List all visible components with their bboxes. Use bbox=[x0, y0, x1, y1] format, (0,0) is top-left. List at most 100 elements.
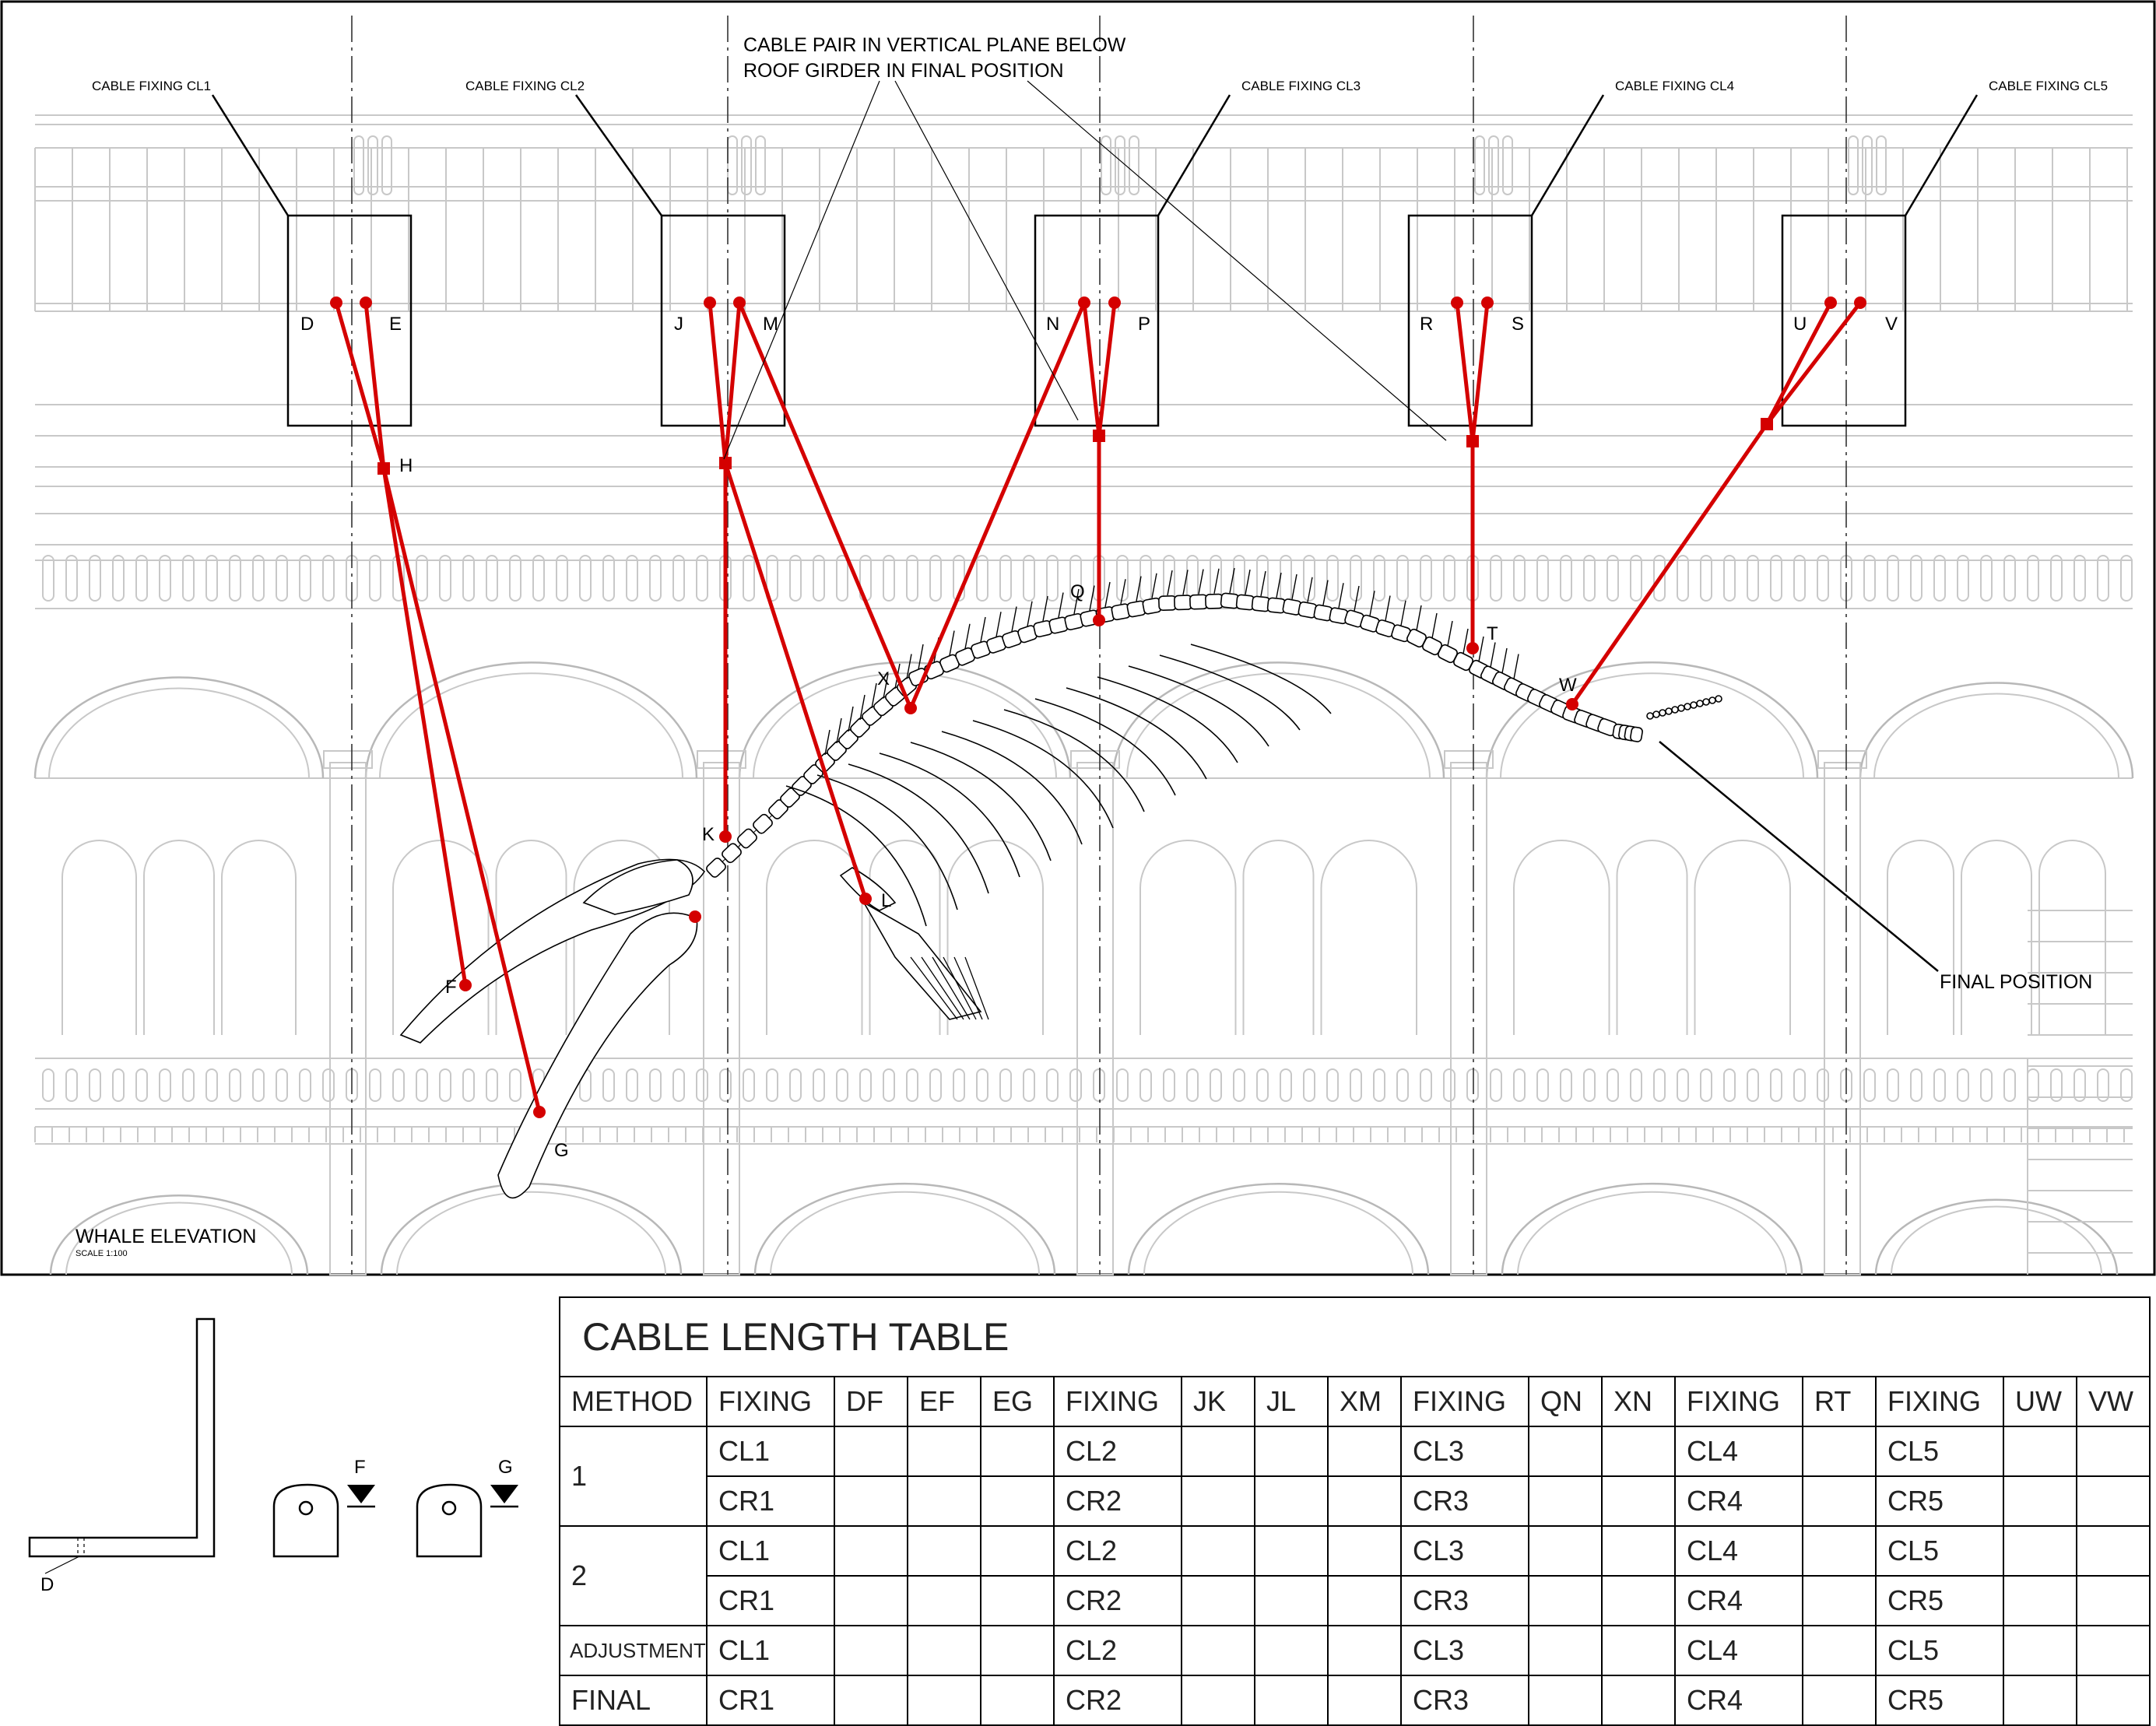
length-cell bbox=[980, 1426, 1055, 1477]
anchor-x bbox=[904, 702, 917, 714]
length-cell bbox=[2075, 1525, 2151, 1577]
baluster bbox=[1560, 1068, 1572, 1102]
junction-block bbox=[1093, 430, 1105, 442]
baluster bbox=[1233, 1068, 1245, 1102]
baluster bbox=[836, 1068, 848, 1102]
baluster bbox=[112, 555, 125, 602]
rib bbox=[1190, 644, 1332, 714]
roof-finial bbox=[1502, 135, 1513, 195]
baluster bbox=[626, 555, 638, 602]
method-cell: 1 bbox=[559, 1426, 708, 1527]
baluster bbox=[672, 555, 685, 602]
anchor-r bbox=[1451, 296, 1463, 309]
window-opening bbox=[61, 840, 137, 1035]
neural-spine bbox=[859, 694, 866, 721]
lower-jaw bbox=[497, 912, 698, 1199]
baluster bbox=[1443, 555, 1455, 602]
tail-vertebra bbox=[1671, 706, 1679, 714]
baluster bbox=[2120, 1068, 2133, 1102]
length-cell bbox=[1181, 1575, 1255, 1626]
roof-finial bbox=[741, 135, 752, 195]
tail-vertebra bbox=[1659, 709, 1666, 717]
length-cell bbox=[1254, 1525, 1329, 1577]
baluster bbox=[672, 1068, 685, 1102]
baluster bbox=[42, 555, 54, 602]
baluster bbox=[649, 1068, 662, 1102]
neural-spine bbox=[1011, 606, 1017, 632]
baluster bbox=[1139, 1068, 1152, 1102]
length-cell bbox=[1327, 1575, 1402, 1626]
rib bbox=[1034, 698, 1176, 796]
baluster bbox=[1887, 1068, 1899, 1102]
leader-cl5 bbox=[1904, 94, 1979, 216]
window-opening bbox=[1513, 840, 1610, 1035]
baluster bbox=[1747, 555, 1759, 602]
fixing-cell: CL2 bbox=[1053, 1625, 1182, 1676]
length-cell bbox=[1254, 1675, 1329, 1726]
baluster bbox=[999, 555, 1012, 602]
neural-spine bbox=[848, 706, 854, 732]
fixing-cell: CR3 bbox=[1400, 1675, 1529, 1726]
window-opening bbox=[1887, 840, 1954, 1035]
length-cell bbox=[1181, 1475, 1255, 1527]
leader-cl1 bbox=[211, 94, 290, 216]
junction-block bbox=[377, 462, 390, 475]
anchor-t bbox=[1466, 642, 1479, 654]
roof-finial bbox=[1488, 135, 1499, 195]
length-cell bbox=[1802, 1475, 1877, 1527]
baluster bbox=[1817, 1068, 1829, 1102]
fixing-cell: CR5 bbox=[1875, 1475, 2004, 1527]
window-opening bbox=[1694, 840, 1791, 1035]
baluster bbox=[2050, 1068, 2063, 1102]
baluster bbox=[182, 1068, 195, 1102]
fixing-cell: CR2 bbox=[1053, 1575, 1182, 1626]
baluster bbox=[1420, 555, 1432, 602]
length-cell bbox=[834, 1426, 908, 1477]
fixing-cell: CR5 bbox=[1875, 1575, 2004, 1626]
table-header-uw-15: UW bbox=[2003, 1376, 2077, 1427]
baluster bbox=[416, 1068, 428, 1102]
flipper-digit bbox=[943, 956, 977, 1020]
fixing-cell: CL3 bbox=[1400, 1426, 1529, 1477]
baluster bbox=[1677, 555, 1689, 602]
length-cell bbox=[1601, 1575, 1676, 1626]
baluster bbox=[1653, 555, 1666, 602]
baluster bbox=[1069, 1068, 1082, 1102]
main-arch bbox=[738, 661, 1072, 779]
tail-vertebra bbox=[1696, 700, 1704, 707]
point-label-m: M bbox=[763, 314, 778, 335]
length-cell bbox=[980, 1575, 1055, 1626]
length-cell bbox=[834, 1525, 908, 1577]
vertebra bbox=[1174, 595, 1192, 611]
length-cell bbox=[834, 1625, 908, 1676]
baluster bbox=[1770, 1068, 1782, 1102]
baluster bbox=[1326, 1068, 1339, 1102]
leader-cl4 bbox=[1530, 94, 1605, 216]
skull bbox=[582, 859, 694, 915]
length-cell bbox=[2075, 1475, 2151, 1527]
fixing-cell: CR4 bbox=[1674, 1475, 1803, 1527]
baluster bbox=[1536, 555, 1549, 602]
baluster bbox=[1116, 555, 1129, 602]
baluster bbox=[89, 1068, 101, 1102]
length-cell bbox=[907, 1575, 981, 1626]
table-header-rt-13: RT bbox=[1802, 1376, 1877, 1427]
junction-block bbox=[719, 457, 732, 469]
baluster bbox=[976, 1068, 988, 1102]
point-label-g: G bbox=[554, 1140, 569, 1161]
roof-finial bbox=[1101, 135, 1111, 195]
table-header-xn-11: XN bbox=[1601, 1376, 1676, 1427]
main-arch-inner bbox=[379, 672, 683, 779]
lug-detail-g: G bbox=[416, 1457, 518, 1558]
baluster bbox=[929, 1068, 942, 1102]
baluster bbox=[1303, 555, 1315, 602]
fixing-cell: CL1 bbox=[706, 1625, 835, 1676]
anchor-v bbox=[1854, 296, 1866, 309]
fixing-cell: CR3 bbox=[1400, 1575, 1529, 1626]
view-title: WHALE ELEVATION bbox=[75, 1226, 256, 1247]
length-cell bbox=[907, 1675, 981, 1726]
window-opening bbox=[1616, 840, 1688, 1035]
neural-spine bbox=[871, 682, 877, 709]
